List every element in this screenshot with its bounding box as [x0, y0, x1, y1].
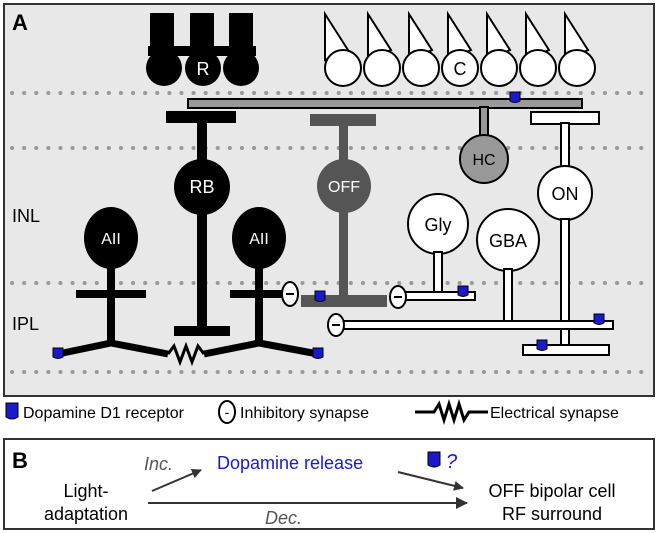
dopamine-arrow [397, 471, 464, 491]
target-line1: OFF bipolar cell [488, 481, 615, 501]
rb-label: RB [189, 177, 214, 197]
inhibitory-synapse-aii [281, 281, 299, 307]
inc-label: Inc. [144, 454, 173, 474]
legend-inhibitory-symbol: - [225, 404, 230, 420]
inc-arrow [151, 468, 202, 492]
electrical-synapse [166, 341, 206, 367]
layer-boundaries [10, 91, 652, 374]
source-line1: Light- [63, 481, 108, 501]
gly-label: Gly [425, 215, 452, 235]
legend-electrical-icon [415, 398, 488, 426]
legend-inhibitory-icon [218, 400, 236, 424]
target-line2: RF surround [502, 504, 602, 524]
legend: Dopamine D1 receptor - Inhibitory synaps… [5, 398, 619, 426]
cone-label: C [454, 59, 467, 79]
ipl-label: IPL [12, 314, 39, 334]
question-mark: ? [446, 451, 458, 473]
panel-b-background [3, 438, 655, 530]
aii-amacrine-left [57, 207, 169, 358]
hc-label: HC [472, 152, 495, 169]
panel-b-label: B [12, 448, 28, 473]
off-label: OFF [328, 179, 360, 196]
rod-bipolar-cell [166, 111, 236, 336]
aii-right-label: AII [249, 231, 269, 248]
cone-photoreceptors [324, 10, 596, 87]
gabaergic-amacrine [327, 208, 614, 337]
dec-label: Dec. [265, 508, 302, 528]
legend-receptor-label: Dopamine D1 receptor [23, 405, 185, 422]
source-line2: adaptation [44, 504, 128, 524]
panel-a-label: A [12, 10, 28, 35]
aii-amacrine-right [203, 207, 319, 358]
legend-inhibitory-label: Inhibitory synapse [240, 405, 369, 422]
on-label: ON [552, 184, 579, 204]
receptor-icon-b [427, 451, 441, 468]
d1-receptors [52, 91, 605, 359]
rod-label: R [197, 59, 210, 79]
on-bipolar-cell [522, 111, 610, 356]
horizontal-cell [187, 98, 583, 184]
glycinergic-amacrine [389, 193, 476, 309]
legend-electrical-label: Electrical synapse [490, 405, 619, 422]
inl-label: INL [12, 206, 40, 226]
rod-photoreceptors [146, 13, 259, 86]
dopamine-release: Dopamine release [217, 453, 363, 473]
gba-label: GBA [489, 231, 527, 251]
aii-left-label: AII [101, 231, 121, 248]
legend-receptor-icon [5, 402, 19, 420]
